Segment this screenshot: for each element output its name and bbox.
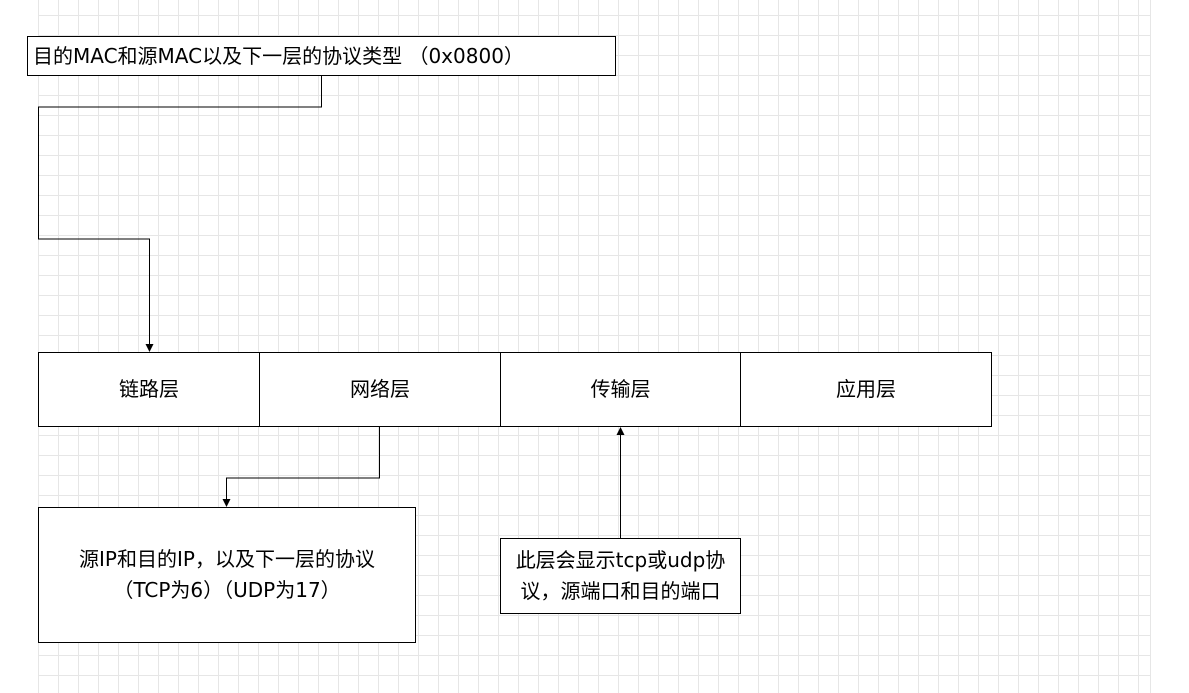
transport-note-line-2: 议，源端口和目的端口 (520, 579, 721, 603)
layer-cell-application[interactable]: 应用层 (740, 352, 992, 427)
transport-layer-note[interactable]: 此层会显示tcp或udp协 议，源端口和目的端口 (500, 538, 741, 614)
connector-network-layer-to-note[interactable] (222, 427, 380, 507)
layer-cell-link[interactable]: 链路层 (38, 352, 260, 427)
network-note-line-2: （TCP为6）（UDP为17） (113, 578, 341, 602)
network-note-line-1: 源IP和目的IP，以及下一层的协议 (79, 547, 375, 571)
ethernet-header-note[interactable]: 目的MAC和源MAC以及下一层的协议类型 （0x0800） (27, 36, 616, 76)
transport-note-line-1: 此层会显示tcp或udp协 (515, 548, 726, 572)
layer-cell-network[interactable]: 网络层 (259, 352, 501, 427)
layer-label-application: 应用层 (836, 377, 896, 401)
layer-label-network: 网络层 (350, 377, 410, 401)
network-layer-note[interactable]: 源IP和目的IP，以及下一层的协议 （TCP为6）（UDP为17） (38, 507, 416, 643)
connector-header-to-link-layer[interactable] (38, 76, 322, 352)
layer-cell-transport[interactable]: 传输层 (500, 352, 741, 427)
ethernet-header-note-text: 目的MAC和源MAC以及下一层的协议类型 （0x0800） (33, 43, 524, 68)
layer-label-transport: 传输层 (590, 377, 651, 401)
layer-label-link: 链路层 (119, 377, 179, 401)
